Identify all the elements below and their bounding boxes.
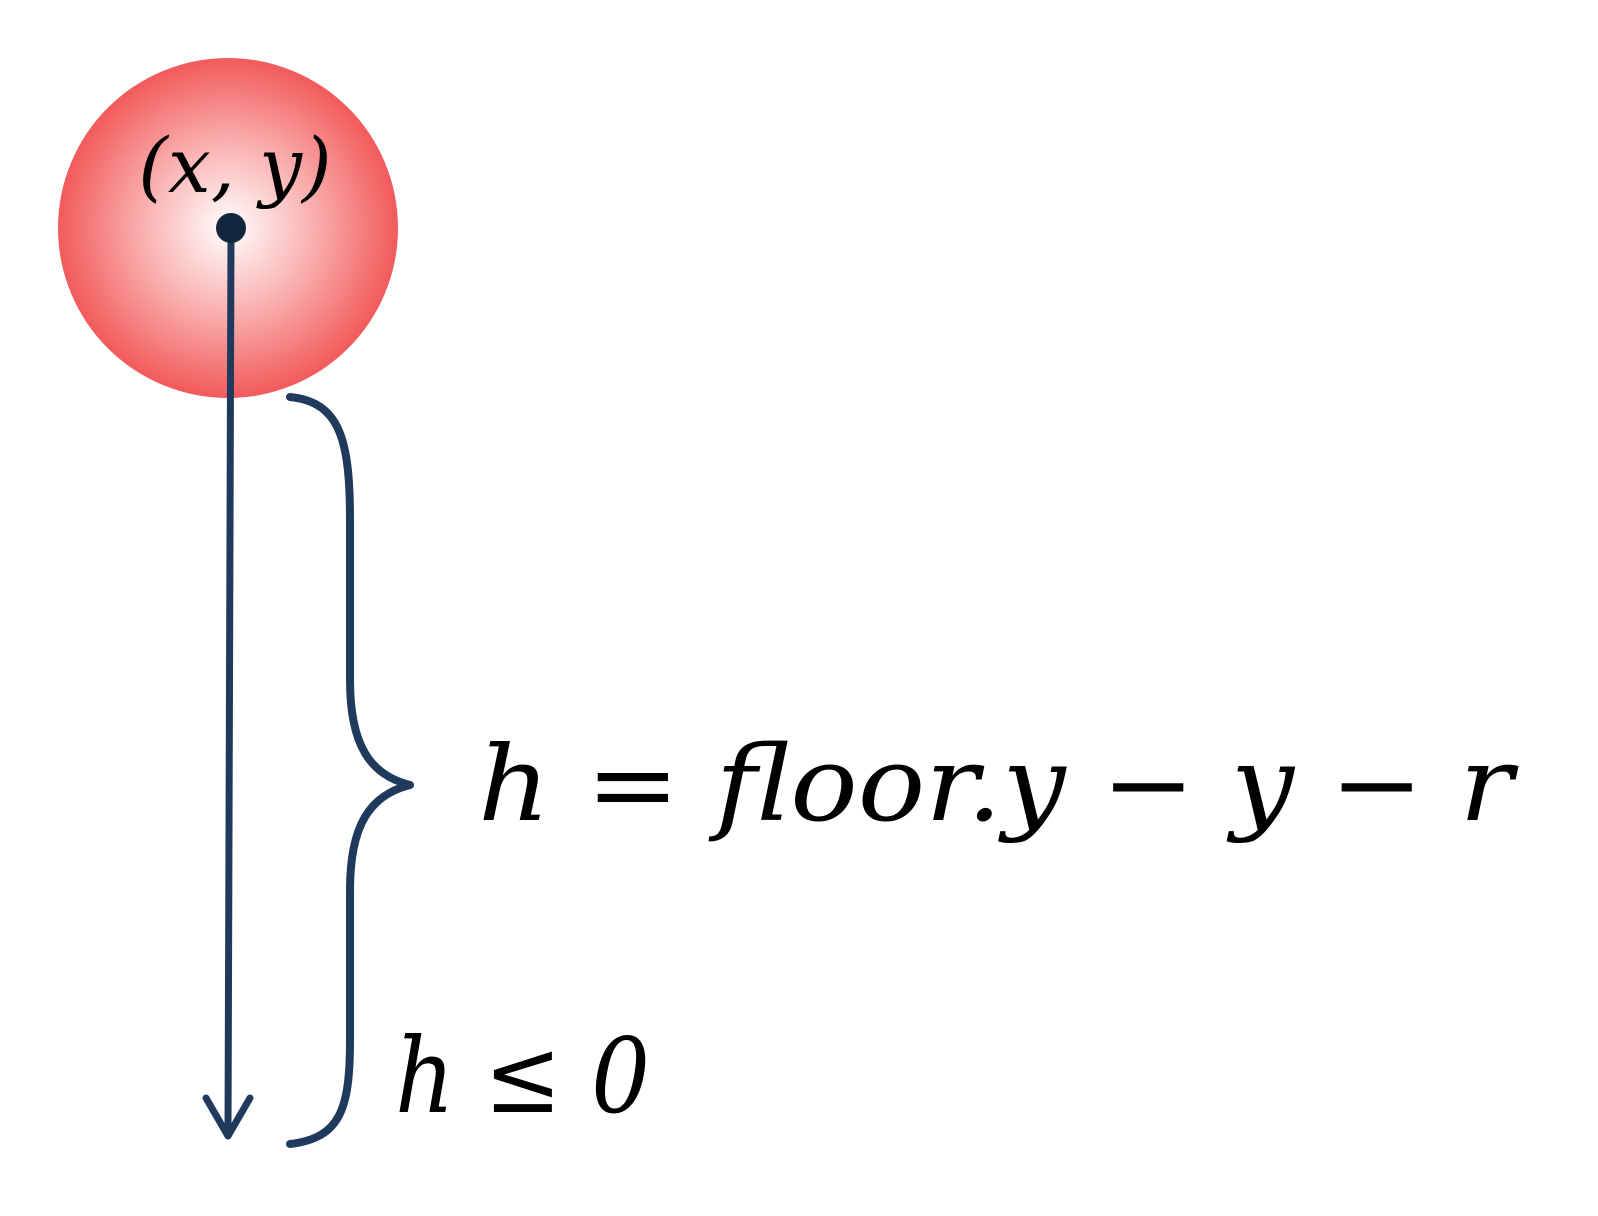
ball-center-dot [216,213,246,243]
collision-condition: h ≤ 0 [395,1015,650,1137]
vertical-arrow-shaft [224,228,235,1136]
height-formula: h = floor.y − y − r [478,723,1519,845]
curly-brace-icon [286,393,414,1148]
ball-coordinate-label: (x, y) [138,121,331,210]
arrow-head-icon [202,1094,254,1140]
